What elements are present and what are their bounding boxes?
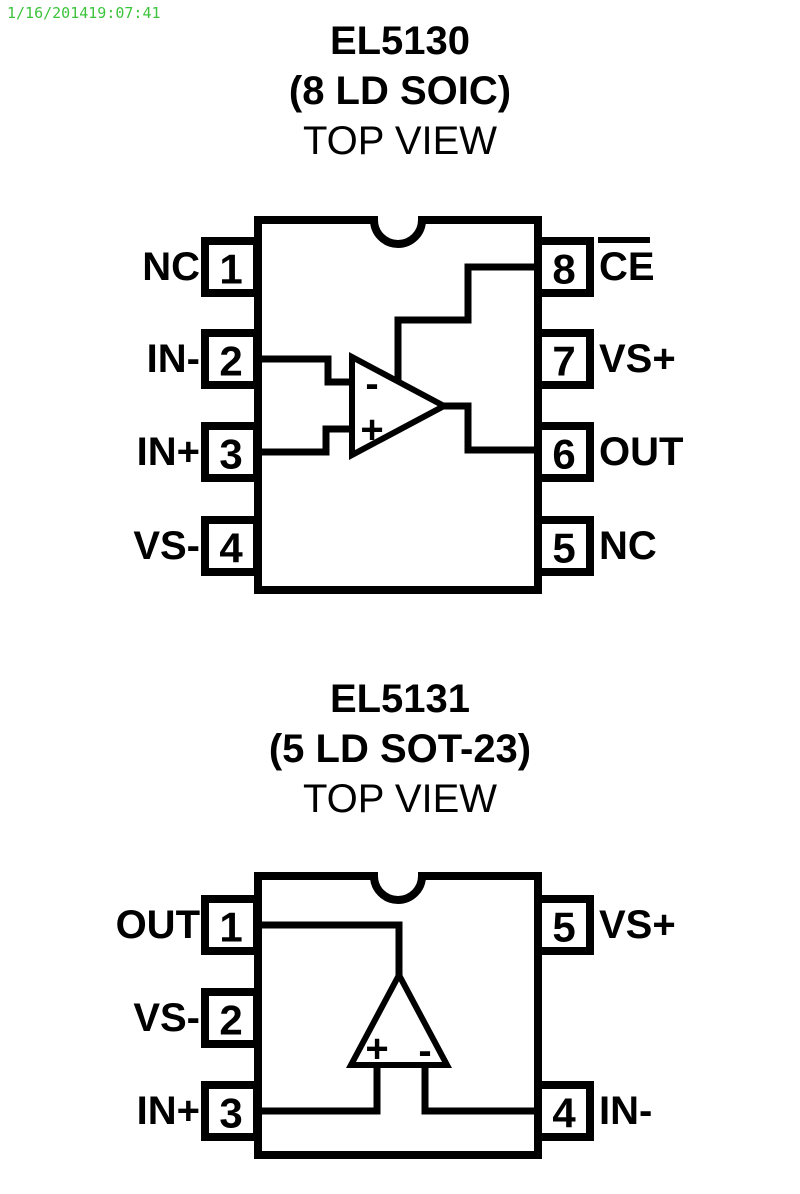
pin3-box xyxy=(201,422,261,482)
el5130-pinout-diagram: - + 1 2 3 4 8 7 6 5 NC IN- IN+ VS- CE VS… xyxy=(133,216,683,594)
wire-in-plus xyxy=(258,425,352,456)
opamp-noninverting-sign: + xyxy=(360,408,383,452)
opamp-triangle xyxy=(346,968,452,1068)
wire-out xyxy=(444,402,538,454)
pin1-label: NC xyxy=(142,245,200,289)
pin1-label: OUT xyxy=(116,903,200,947)
pin1-number: 1 xyxy=(219,246,242,293)
pin2-box xyxy=(201,988,261,1048)
pin2-number: 2 xyxy=(219,338,242,385)
capture-timestamp: 1/16/201419:07:41 xyxy=(7,4,161,22)
pin7-number: 7 xyxy=(552,338,575,385)
pin3-number: 3 xyxy=(219,1090,242,1137)
pin3-label: IN+ xyxy=(137,1089,200,1133)
ce-overline xyxy=(598,237,650,243)
el5130-title-block: EL5130 (8 LD SOIC) TOP VIEW xyxy=(0,16,800,166)
pin6-box xyxy=(534,422,594,482)
wire-ce xyxy=(394,263,538,381)
el5131-view-label: TOP VIEW xyxy=(302,777,498,821)
pin2-number: 2 xyxy=(219,997,242,1044)
el5131-part-number: EL5131 xyxy=(329,677,471,721)
pin5-label: VS+ xyxy=(599,903,676,947)
pin3-box xyxy=(201,1081,261,1141)
opamp-triangle xyxy=(349,352,451,460)
el5130-part-number: EL5130 xyxy=(329,19,471,63)
pin2-label: VS- xyxy=(133,996,200,1040)
el5131-title-block: EL5131 (5 LD SOT-23) TOP VIEW xyxy=(0,674,800,824)
pin8-box xyxy=(534,237,594,297)
pin2-label: IN- xyxy=(147,337,200,381)
pin4-label: IN- xyxy=(599,1089,652,1133)
el5131-pinout-diagram: + - 1 2 3 5 4 OUT VS- IN+ VS+ IN- xyxy=(116,872,676,1159)
pin1-number: 1 xyxy=(219,904,242,951)
pin4-box xyxy=(534,1081,594,1141)
pin4-box xyxy=(201,516,261,576)
pin5-box xyxy=(534,516,594,576)
pin8-label: CE xyxy=(599,245,655,289)
pin4-label: VS- xyxy=(133,524,200,568)
pin4-number: 4 xyxy=(552,1090,576,1137)
pin1-box xyxy=(201,237,261,297)
pin2-box xyxy=(201,329,261,389)
wire-out xyxy=(258,921,403,977)
pin5-box xyxy=(534,895,594,955)
el5131-package-name: (5 LD SOT-23) xyxy=(268,727,532,771)
pin6-label: OUT xyxy=(599,430,683,474)
opamp-noninverting-sign: + xyxy=(365,1027,388,1071)
wire-in-minus xyxy=(258,355,352,386)
pin5-number: 5 xyxy=(552,525,575,572)
wire-in-plus xyxy=(258,1063,381,1115)
el5130-view-label: TOP VIEW xyxy=(302,119,498,163)
pin8-number: 8 xyxy=(552,246,575,293)
wire-in-minus xyxy=(421,1063,538,1115)
pin6-number: 6 xyxy=(552,431,575,478)
el5130-package-name: (8 LD SOIC) xyxy=(288,69,512,113)
pin1-box xyxy=(201,895,261,955)
pin7-box xyxy=(534,329,594,389)
pin3-label: IN+ xyxy=(137,430,200,474)
pin7-label: VS+ xyxy=(599,337,676,381)
pin3-number: 3 xyxy=(219,431,242,478)
pin4-number: 4 xyxy=(219,525,243,572)
pin5-label: NC xyxy=(599,524,657,568)
pin5-number: 5 xyxy=(552,904,575,951)
opamp-inverting-sign: - xyxy=(365,362,378,406)
opamp-inverting-sign: - xyxy=(418,1029,431,1073)
